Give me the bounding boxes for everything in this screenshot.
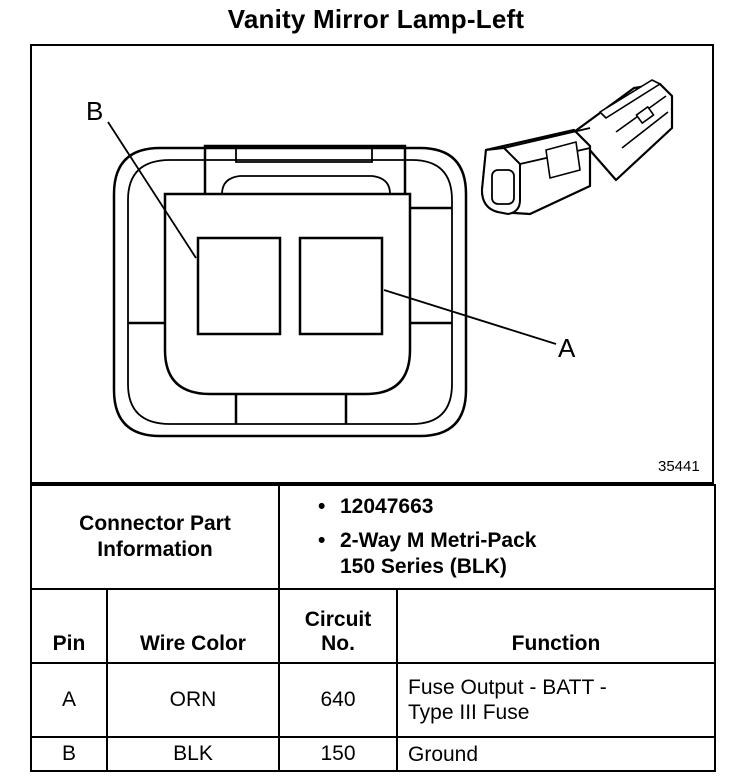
table-row: A ORN 640 Fuse Output - BATT - Type III … (30, 662, 716, 738)
pin-cell: B (30, 736, 108, 772)
circuit-cell: 150 (278, 736, 398, 772)
part-number: 12047663 (318, 494, 714, 520)
diagram-title: Vanity Mirror Lamp-Left (227, 4, 525, 34)
connector-figure-frame (30, 44, 714, 484)
wire-color-cell: BLK (106, 736, 280, 772)
connector-part-label: Connector Part Information (30, 484, 280, 590)
pin-b-cavity (196, 236, 282, 336)
connector-part-details: 12047663 2-Way M Metri-Pack 150 Series (… (278, 484, 716, 590)
callout-b-label: B (86, 96, 103, 126)
pin-cell: A (30, 662, 108, 738)
connector-face-view (112, 144, 468, 438)
table-row: B BLK 150 Ground (30, 736, 716, 772)
circuit-cell: 640 (278, 662, 398, 738)
pin-table: Pin Wire Color Circuit No. Function A OR… (30, 588, 716, 772)
function-cell: Ground (396, 736, 716, 772)
wire-color-cell: ORN (106, 662, 280, 738)
wire-color-header: Wire Color (106, 588, 280, 664)
callout-a-leader (383, 289, 557, 345)
function-cell: Fuse Output - BATT - Type III Fuse (396, 662, 716, 738)
connector-info-table: Connector Part Information 12047663 2-Wa… (30, 484, 716, 590)
figure-number: 35441 (658, 458, 700, 475)
pin-a-cavity (298, 236, 384, 336)
connector-drawing: B A (86, 79, 674, 438)
callout-b-leader (107, 121, 197, 259)
function-header: Function (396, 588, 716, 664)
circuit-header: Circuit No. (278, 588, 398, 664)
connector-3d-view (480, 79, 674, 216)
callout-a-label: A (558, 333, 576, 363)
pin-header: Pin (30, 588, 108, 664)
connector-description: 2-Way M Metri-Pack 150 Series (BLK) (318, 528, 714, 580)
